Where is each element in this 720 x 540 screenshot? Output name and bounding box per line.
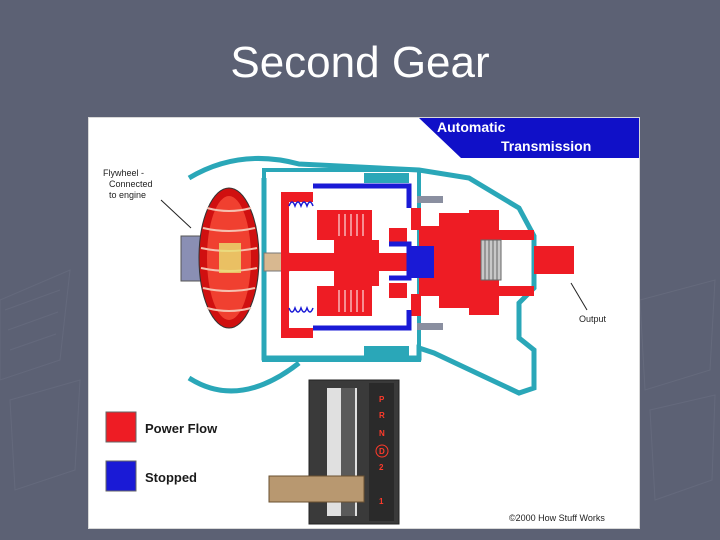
title-banner (419, 118, 639, 158)
flywheel-hub (180, 235, 202, 282)
gear-1: 1 (379, 497, 384, 506)
output-clutch-pack (480, 239, 502, 281)
flywheel-label-3: to engine (109, 190, 146, 200)
power-flow-clutch-lines (338, 214, 364, 312)
output-label: Output (579, 314, 607, 324)
gear-p: P (379, 395, 385, 404)
gear-d: D (379, 447, 385, 456)
stopped-clutch-coils (288, 201, 314, 313)
output-clutch-lines (484, 240, 498, 280)
flywheel-label-1: Flywheel - (103, 168, 144, 178)
gear-2: 2 (379, 463, 384, 472)
flywheel-leader-line (160, 199, 192, 229)
band-bottom (417, 323, 443, 330)
banner-line1: Automatic (437, 119, 506, 135)
diagram-canvas: Automatic Transmission Flywheel - Connec… (103, 118, 639, 525)
gear-n: N (379, 429, 385, 438)
band-top (417, 196, 443, 203)
legend-stopped-swatch (105, 460, 137, 492)
banner-line2: Transmission (501, 138, 591, 154)
legend-power-flow-label: Power Flow (145, 421, 218, 436)
copyright: ©2000 How Stuff Works (509, 513, 605, 523)
gear-shifter: P R N D 2 1 (268, 379, 400, 525)
gear-r: R (379, 411, 385, 420)
housing-bottom-bolt (364, 346, 409, 356)
legend-power-flow-swatch (105, 411, 137, 443)
housing-top-bolt (364, 173, 409, 183)
flywheel-label-2: Connected (109, 179, 153, 189)
legend-stopped-label: Stopped (145, 470, 197, 485)
transmission-diagram: Automatic Transmission Flywheel - Connec… (88, 117, 640, 529)
output-leader-line (570, 282, 588, 311)
stopped-sun-gear (409, 246, 434, 278)
converter-core (219, 243, 241, 273)
slide-title: Second Gear (230, 38, 490, 87)
gear-d-circle (375, 444, 389, 458)
